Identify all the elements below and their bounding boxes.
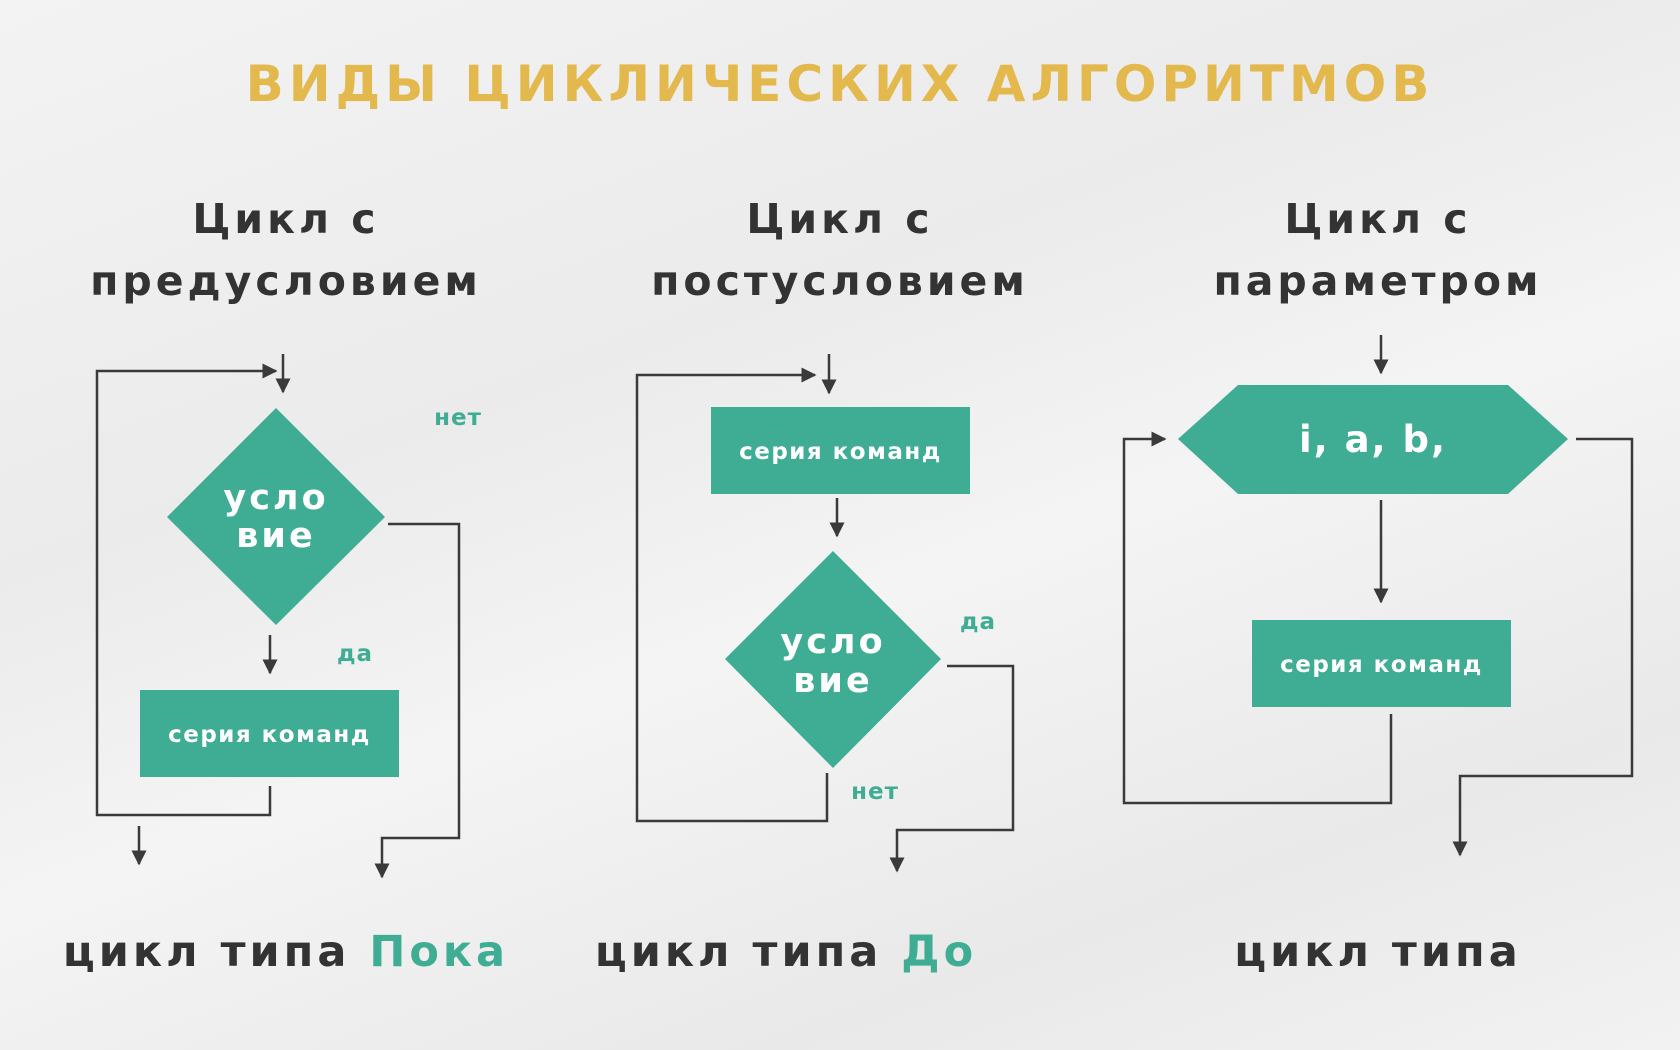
column-title-line2: постусловием (651, 257, 1029, 305)
condition-label-line2: вие (793, 661, 872, 701)
yes-branch-arrow (889, 664, 1015, 873)
caption: цикл типа Пока (63, 927, 509, 977)
column-title-line2: предусловием (90, 257, 482, 305)
condition-label-line1: усло (780, 622, 885, 662)
caption-accent: Пока (369, 927, 509, 977)
command-block (1252, 620, 1511, 707)
flowchart-parameter: Цикл с параметром i, a, b, серия команд … (1122, 195, 1634, 977)
command-block-label: серия команд (739, 439, 942, 465)
no-branch-label: нет (851, 779, 899, 805)
yes-branch-label: да (337, 641, 373, 667)
exit-arrow (1452, 437, 1634, 857)
flowchart-precondition: Цикл с предусловием усло вие нет да сери… (63, 195, 509, 977)
column-title-line2: параметром (1213, 257, 1542, 305)
caption-accent: До (901, 927, 977, 977)
condition-diamond (167, 408, 385, 625)
command-block (711, 407, 970, 494)
caption-prefix: цикл типа (1234, 927, 1521, 977)
parameter-hexagon (1178, 385, 1568, 494)
parameter-label: i, a, b, (1299, 418, 1447, 461)
no-branch-label: нет (434, 405, 482, 431)
caption: цикл типа (1234, 927, 1521, 977)
yes-branch-label: да (960, 609, 996, 635)
caption-prefix: цикл типа (595, 927, 901, 977)
condition-diamond (725, 551, 941, 768)
column-title-line1: Цикл с (746, 195, 933, 243)
main-title: ВИДЫ ЦИКЛИЧЕСКИХ АЛГОРИТМОВ (246, 55, 1435, 113)
caption: цикл типа До (595, 927, 977, 977)
condition-label-line2: вие (236, 516, 315, 556)
command-block (140, 690, 399, 777)
column-title-line1: Цикл с (192, 195, 379, 243)
flowchart-postcondition: Цикл с постусловием серия команд усло ви… (595, 195, 1029, 977)
loop-back-arrow (1122, 431, 1393, 805)
command-block-label: серия команд (1280, 652, 1483, 678)
condition-label-line1: усло (223, 478, 328, 518)
caption-prefix: цикл типа (63, 927, 369, 977)
no-branch-arrow (374, 522, 461, 879)
column-title-line1: Цикл с (1284, 195, 1471, 243)
loop-back-arrow (95, 363, 278, 817)
loop-back-arrow (635, 367, 829, 823)
command-block-label: серия команд (168, 722, 371, 748)
